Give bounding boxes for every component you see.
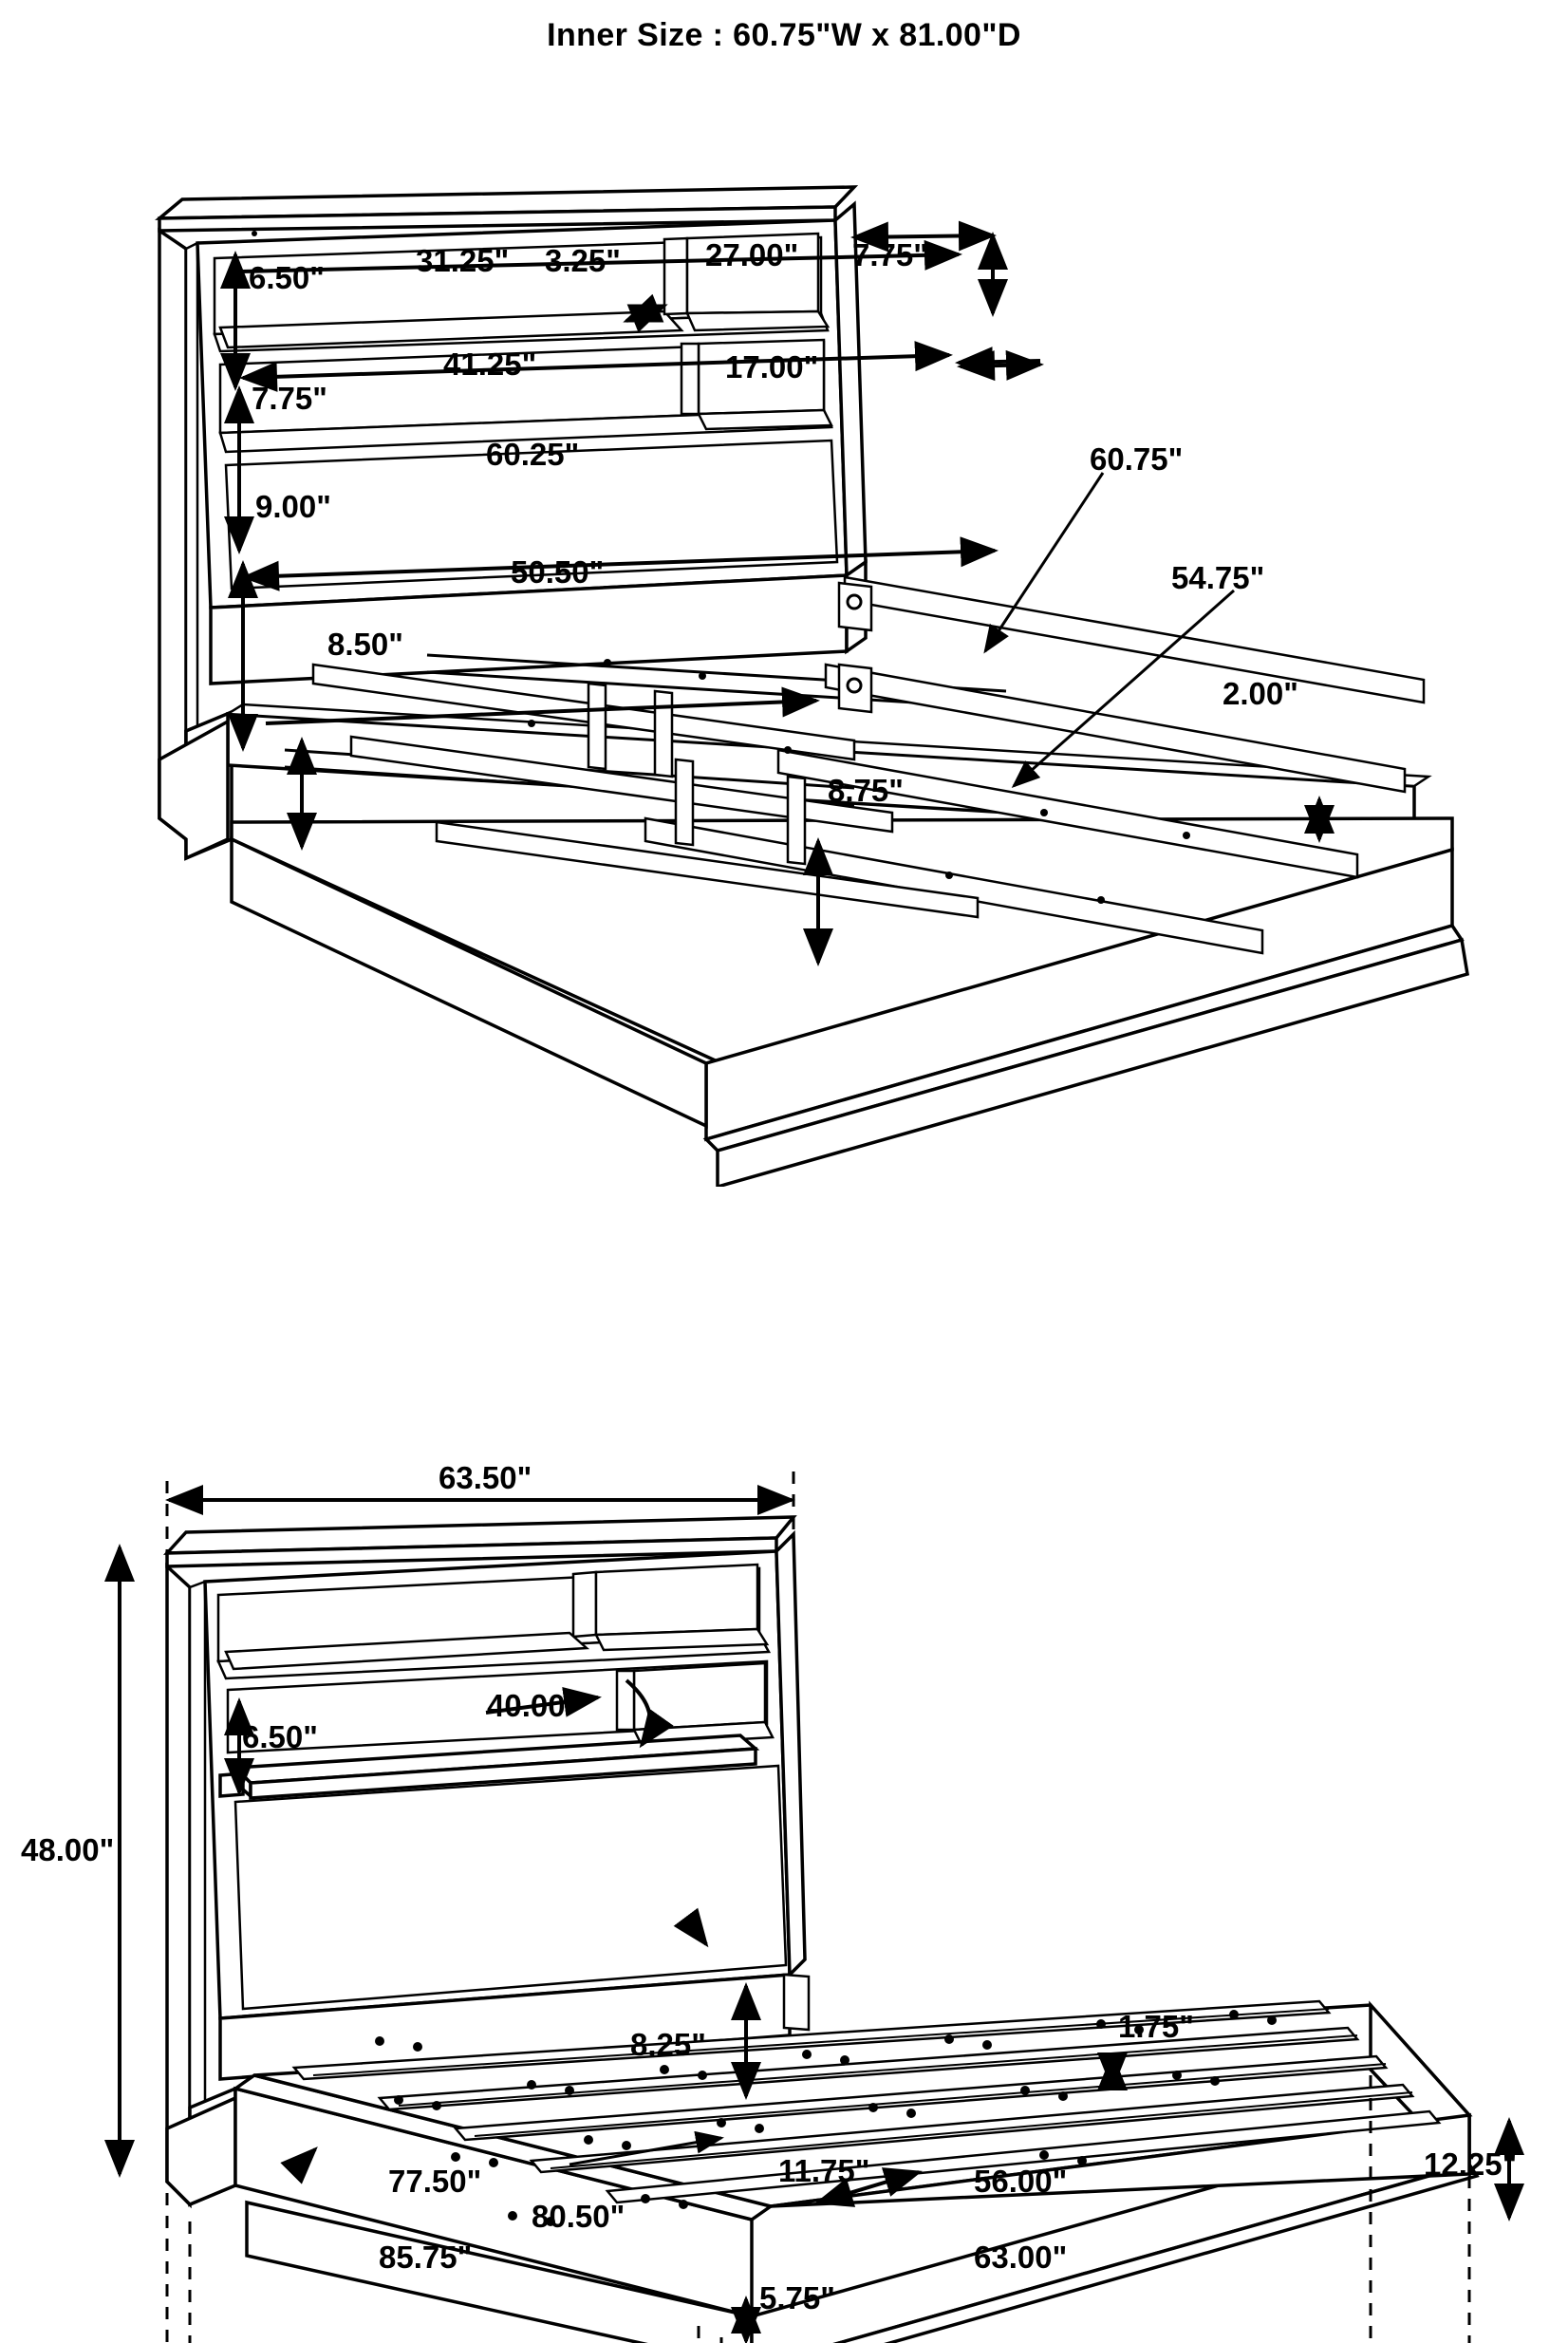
dim-lower-11-75: 11.75" (778, 2153, 870, 2188)
upper-assembly-drawing (155, 185, 1469, 1187)
dim-upper-17-00: 17.00" (725, 349, 819, 384)
dim-upper-60-25: 60.25" (486, 437, 580, 472)
dim-upper-60-75: 60.75" (1090, 441, 1184, 477)
dim-upper-8-75: 8.75" (828, 773, 904, 808)
dim-upper-7-75-left: 7.75" (252, 381, 327, 416)
dim-upper-27-00: 27.00" (705, 237, 799, 272)
dim-lower-85-75: 85.75" (379, 2240, 473, 2275)
dim-upper-6-50: 6.50" (249, 260, 325, 295)
dim-lower-77-50: 77.50" (388, 2164, 482, 2199)
page-title: Inner Size : 60.75"W x 81.00"D (547, 17, 1021, 53)
dim-lower-63-00: 63.00" (974, 2240, 1068, 2275)
dim-upper-31-25: 31.25" (416, 243, 510, 278)
dim-upper-41-25: 41.25" (443, 347, 537, 382)
dim-upper-2-00: 2.00" (1223, 676, 1298, 711)
dim-lower-63-50: 63.50" (439, 1460, 532, 1495)
lower-assembly-drawing (104, 1471, 1524, 2343)
dim-lower-40-00: 40.00" (487, 1688, 581, 1723)
dim-upper-7-75-top: 7.75" (852, 237, 928, 272)
dim-lower-6-50: 6.50" (242, 1719, 318, 1754)
dim-lower-1-75: 1.75" (1118, 2009, 1194, 2044)
dim-lower-56-00: 56.00" (974, 2164, 1068, 2199)
dim-upper-9-00: 9.00" (255, 489, 331, 524)
dim-upper-3-25: 3.25" (545, 243, 621, 278)
dim-lower-80-50: 80.50" (532, 2199, 625, 2234)
dim-upper-54-75: 54.75" (1171, 560, 1265, 595)
dim-lower-48-00: 48.00" (21, 1832, 115, 1867)
dim-lower-5-75: 5.75" (759, 2280, 835, 2315)
dim-upper-8-50: 8.50" (327, 627, 403, 662)
dim-lower-12-25: 12.25" (1424, 2146, 1518, 2182)
dim-lower-8-25: 8.25" (630, 2027, 706, 2062)
dim-upper-50-50: 50.50" (511, 554, 605, 590)
